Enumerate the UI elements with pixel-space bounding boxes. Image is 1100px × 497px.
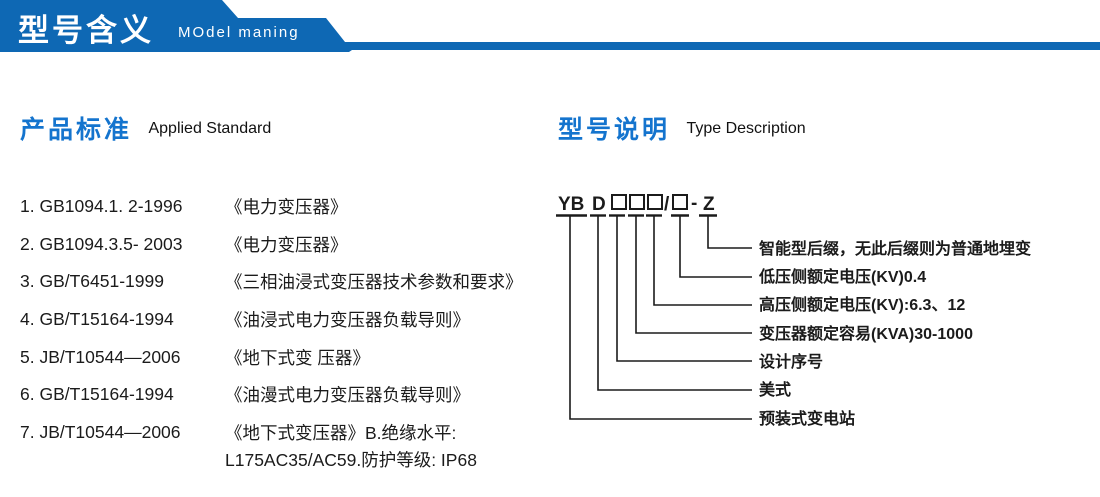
code-label-american-style: 美式 <box>759 380 791 399</box>
code-segment-d: D <box>592 194 606 215</box>
code-placeholder-box-3 <box>647 194 663 210</box>
standard-code: 6. GB/T15164-1994 <box>20 384 174 405</box>
standard-continuation: L175AC35/AC59.防护等级: IP68 <box>225 450 477 470</box>
standard-code: 7. JB/T10544—2006 <box>20 421 181 442</box>
standard-item: 1. GB1094.1. 2-1996 《电力变压器》 <box>20 188 550 226</box>
code-segment-yb: YB <box>558 194 584 215</box>
connector-box-2 <box>635 215 752 334</box>
standard-code: 2. GB1094.3.5- 2003 <box>20 233 183 254</box>
standard-title: 《油漫式电力变压器负载导则》 <box>225 385 470 406</box>
applied-standard-heading-cn: 产品标准 <box>20 116 133 144</box>
standard-code: 5. JB/T10544—2006 <box>20 346 181 367</box>
standard-title: 《油浸式电力变压器负载导则》 <box>225 310 470 331</box>
standard-item: 7. JB/T10544—2006 《地下式变压器》B.绝缘水平: <box>20 414 550 452</box>
standard-code: 1. GB1094.1. 2-1996 <box>20 196 183 217</box>
connector-box-1 <box>616 215 752 362</box>
standard-item: 2. GB1094.3.5- 2003 《电力变压器》 <box>20 226 550 264</box>
applied-standard-heading: 产品标准 Applied Standard <box>20 110 271 146</box>
connector-box-4 <box>679 215 752 278</box>
code-segment-dash: - <box>691 193 697 214</box>
banner-shape <box>0 0 1100 52</box>
applied-standard-heading-en: Applied Standard <box>148 120 272 137</box>
type-description-heading-en: Type Description <box>686 120 806 137</box>
standards-list: 1. GB1094.1. 2-1996 《电力变压器》 2. GB1094.3.… <box>20 188 550 451</box>
standard-title: 《三相油浸式变压器技术参数和要求》 <box>225 272 523 293</box>
standard-item: 5. JB/T10544—2006 《地下式变 压器》 <box>20 338 550 376</box>
standard-item: 3. GB/T6451-1999 《三相油浸式变压器技术参数和要求》 <box>20 263 550 301</box>
connector-d <box>597 215 752 391</box>
model-code-diagram: YB D / - Z 智能型后缀，无此后 <box>556 193 1031 428</box>
standard-code: 4. GB/T15164-1994 <box>20 309 174 330</box>
code-segment-z: Z <box>703 194 715 215</box>
standard-title: 《地下式变压器》B.绝缘水平: <box>225 422 457 443</box>
code-label-design-serial: 设计序号 <box>759 352 823 371</box>
standard-code: 3. GB/T6451-1999 <box>20 271 164 292</box>
code-placeholder-box-2 <box>629 194 645 210</box>
code-segment-slash: / <box>664 194 670 215</box>
code-label-rated-capacity: 变压器额定容易(KVA)30-1000 <box>759 324 973 343</box>
code-label-lv-voltage: 低压侧额定电压(KV)0.4 <box>758 267 926 286</box>
header-banner: 型号含义 MOdel maning <box>0 0 1100 56</box>
banner-polygon <box>0 0 1100 52</box>
code-label-smart-suffix: 智能型后缀，无此后缀则为普通地埋变 <box>759 239 1031 258</box>
connector-z <box>707 215 752 249</box>
code-label-prefab-substation: 预装式变电站 <box>759 409 855 428</box>
standard-item: 4. GB/T15164-1994 《油浸式电力变压器负载导则》 <box>20 301 550 339</box>
type-description-heading-cn: 型号说明 <box>558 116 671 144</box>
standard-item: 6. GB/T15164-1994 《油漫式电力变压器负载导则》 <box>20 376 550 414</box>
type-description-heading: 型号说明 Type Description <box>558 110 806 146</box>
code-placeholder-box-1 <box>611 194 627 210</box>
connector-yb <box>569 215 752 420</box>
connector-box-3 <box>653 215 752 306</box>
standard-title: 《电力变压器》 <box>225 234 348 255</box>
standard-title: 《电力变压器》 <box>225 197 348 218</box>
code-label-hv-voltage: 高压侧额定电压(KV):6.3、12 <box>759 295 965 314</box>
page-subtitle: MOdel maning <box>178 24 300 41</box>
code-placeholder-box-4 <box>672 194 688 210</box>
page-title: 型号含义 <box>18 13 154 48</box>
standard-title: 《地下式变 压器》 <box>225 347 370 368</box>
